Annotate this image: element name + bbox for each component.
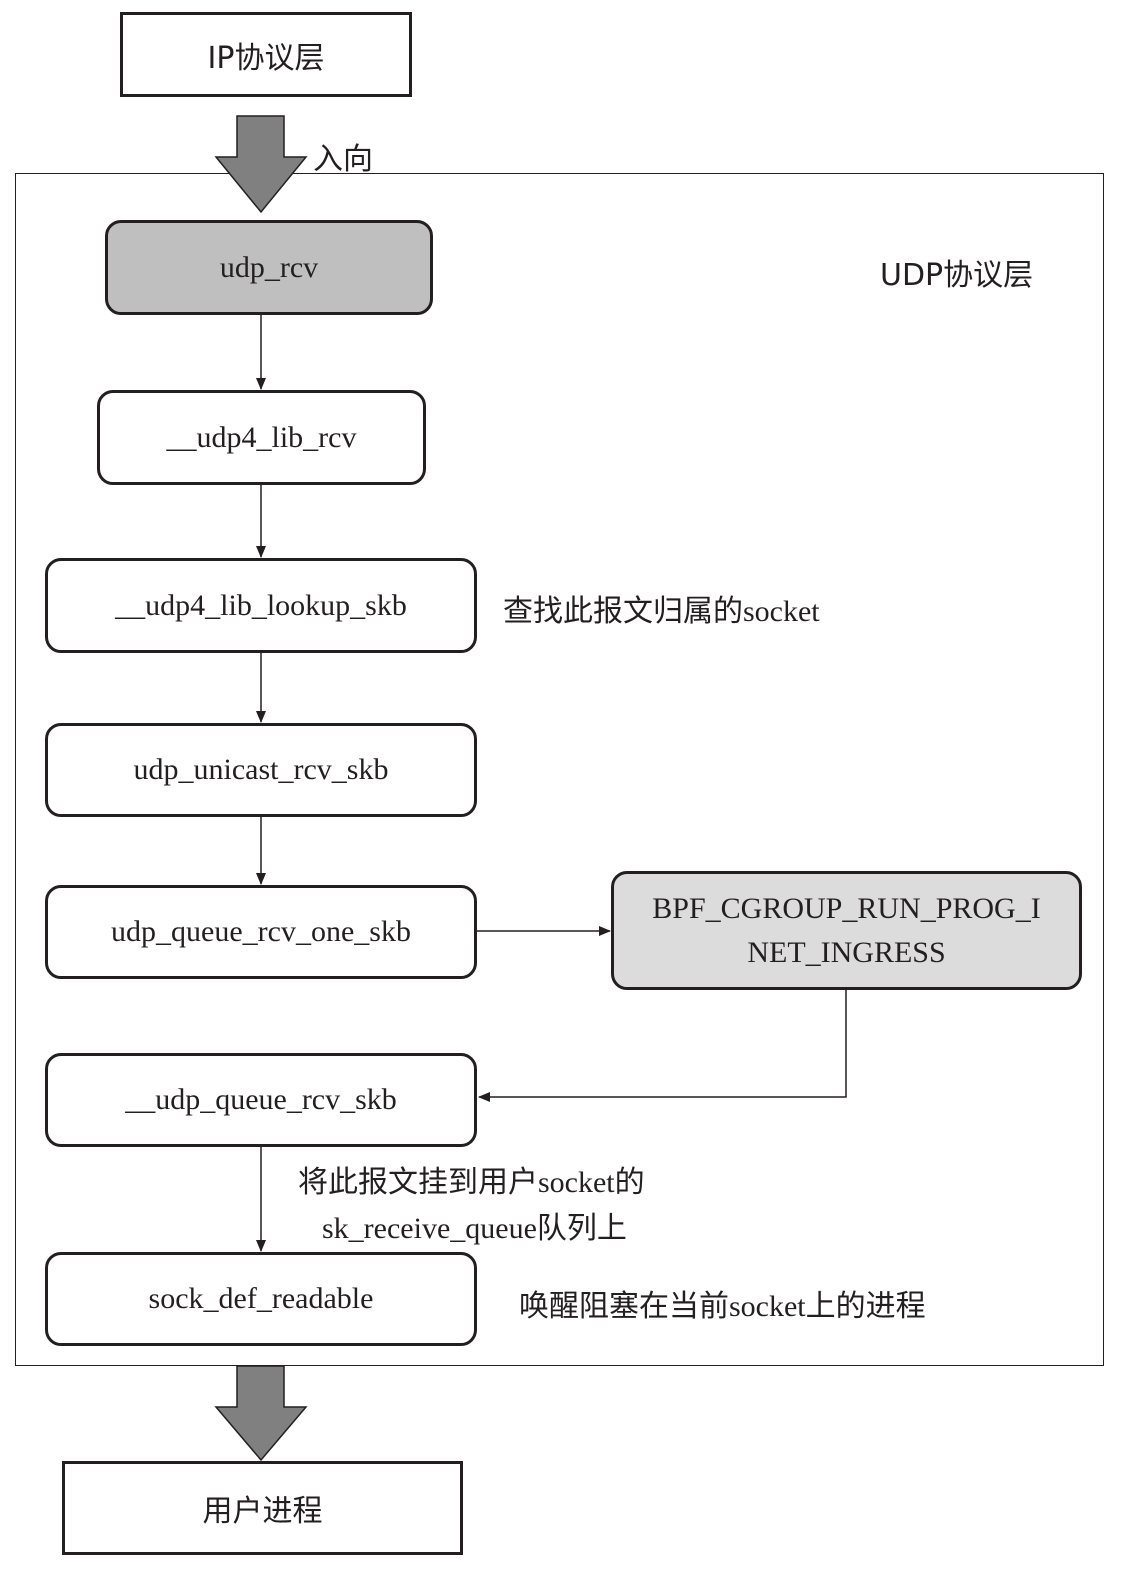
- inbound-big-arrow: [214, 115, 308, 214]
- node-sock-def-readable: sock_def_readable: [45, 1252, 477, 1346]
- node-udp4-lib-rcv-label: __udp4_lib_rcv: [166, 420, 357, 454]
- note-wake-process: 唤醒阻塞在当前socket上的进程: [519, 1290, 926, 1323]
- arrow-bpf-to-queue-rcv: [478, 990, 847, 1102]
- ip-layer-box: IP协议层: [120, 12, 412, 97]
- udp-layer-label: UDP协议层: [880, 258, 1034, 293]
- node-bpf-cgroup-run-prog-inet-ingress: BPF_CGROUP_RUN_PROG_I NET_INGRESS: [611, 871, 1082, 990]
- node-udp-unicast-rcv-skb-label: udp_unicast_rcv_skb: [133, 753, 389, 786]
- node-bpf-label-line2: NET_INGRESS: [747, 935, 946, 969]
- outbound-big-arrow: [214, 1365, 308, 1462]
- node-sock-def-readable-label: sock_def_readable: [148, 1282, 374, 1315]
- node-udp-queue-rcv-one-skb: udp_queue_rcv_one_skb: [45, 885, 477, 979]
- node-udp4-lib-lookup-skb-label: __udp4_lib_lookup_skb: [115, 588, 407, 622]
- inbound-label: 入向: [313, 142, 373, 177]
- udp-layer-container: [15, 173, 1104, 1366]
- note-queue-line2: sk_receive_queue队列上: [322, 1212, 627, 1245]
- node-udp-rcv: udp_rcv: [105, 220, 433, 315]
- node-udp4-lib-rcv: __udp4_lib_rcv: [97, 390, 426, 485]
- note-queue-line1: 将此报文挂到用户socket的: [298, 1166, 645, 1199]
- user-process-box: 用户进程: [62, 1461, 463, 1555]
- user-process-label: 用户进程: [202, 1494, 323, 1529]
- node-udp4-lib-lookup-skb: __udp4_lib_lookup_skb: [45, 558, 477, 653]
- node-bpf-label-line1: BPF_CGROUP_RUN_PROG_I: [652, 891, 1041, 925]
- node-udp-unicast-rcv-skb: udp_unicast_rcv_skb: [45, 723, 477, 817]
- node-udp-queue-rcv-skb: __udp_queue_rcv_skb: [45, 1053, 477, 1147]
- ip-layer-label: IP协议层: [207, 40, 325, 76]
- node-udp-queue-rcv-skb-label: __udp_queue_rcv_skb: [125, 1083, 397, 1116]
- note-lookup-socket: 查找此报文归属的socket: [503, 595, 820, 628]
- node-udp-queue-rcv-one-skb-label: udp_queue_rcv_one_skb: [111, 915, 411, 948]
- node-udp-rcv-label: udp_rcv: [219, 250, 319, 284]
